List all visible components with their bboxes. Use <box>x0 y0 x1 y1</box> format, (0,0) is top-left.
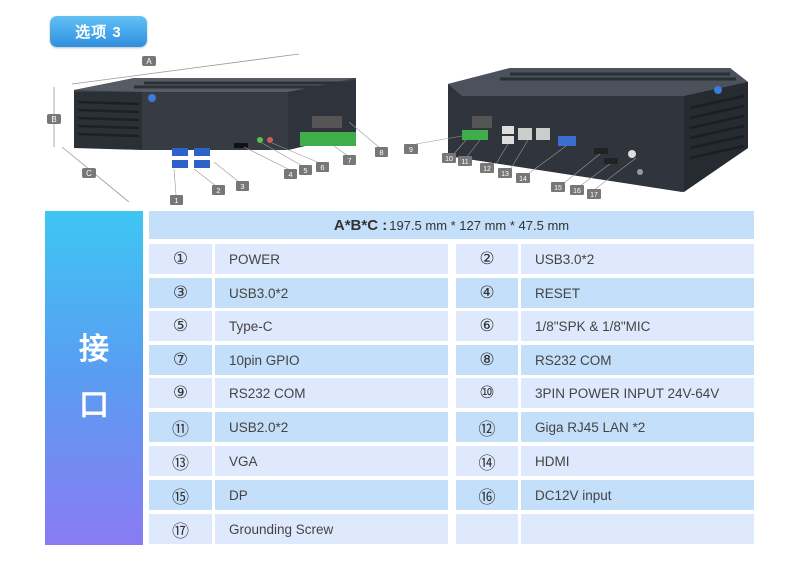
empty-cell-label <box>521 514 754 544</box>
callout-17-label: 17 <box>590 192 598 199</box>
port-number-7: ⑦ <box>149 345 212 375</box>
port-number-10: ⑩ <box>456 378 518 408</box>
port-number-11: ⑪ <box>149 412 212 442</box>
callout-4-badge <box>284 169 297 179</box>
callout-11-badge <box>458 156 472 166</box>
callout-12-label: 12 <box>483 166 491 173</box>
callout-13-label: 13 <box>501 171 509 178</box>
dimensions-row: A*B*C : 197.5 mm * 127 mm * 47.5 mm <box>149 211 754 239</box>
port-label-usb30-front: USB3.0*2 <box>521 244 754 274</box>
port-label-audio: 1/8"SPK & 1/8"MIC <box>521 311 754 341</box>
port-number-3: ③ <box>149 278 212 308</box>
dimensions-label: A*B*C : <box>333 216 388 234</box>
port-number-6: ⑥ <box>456 311 518 341</box>
callout-9-badge <box>404 144 418 154</box>
port-label-gpio: 10pin GPIO <box>215 345 448 375</box>
callout-8-label: 8 <box>379 148 383 157</box>
callout-5-badge <box>299 165 312 175</box>
port-number-13: ⑬ <box>149 446 212 476</box>
port-label-usb30-front-2: USB3.0*2 <box>215 278 448 308</box>
callout-15-badge <box>551 182 565 192</box>
port-number-14: ⑭ <box>456 446 518 476</box>
dimension-a-badge <box>142 56 156 66</box>
callout-5-label: 5 <box>303 166 307 175</box>
callout-11-label: 11 <box>461 159 468 166</box>
port-label-usb20: USB2.0*2 <box>215 412 448 442</box>
port-label-lan: Giga RJ45 LAN *2 <box>521 412 754 442</box>
dimension-b-label: B <box>51 115 56 124</box>
side-title-char-1: 接 <box>79 332 109 367</box>
port-number-4: ④ <box>456 278 518 308</box>
callout-12-badge <box>480 163 494 173</box>
port-number-2: ② <box>456 244 518 274</box>
callout-10-label: 10 <box>445 156 453 163</box>
dimension-c-label: C <box>86 169 92 178</box>
callout-9-label: 9 <box>409 147 413 154</box>
callout-13-badge <box>498 168 512 178</box>
port-number-9: ⑨ <box>149 378 212 408</box>
port-label-type-c: Type-C <box>215 311 448 341</box>
callout-2-badge <box>212 185 225 195</box>
port-number-15: ⑮ <box>149 480 212 510</box>
callout-1-label: 1 <box>174 196 178 205</box>
callout-8-badge <box>375 147 388 157</box>
front-view-photo: A B C 1 <box>47 53 388 205</box>
port-label-reset: RESET <box>521 278 754 308</box>
dimension-b-badge <box>47 114 61 124</box>
port-label-hdmi: HDMI <box>521 446 754 476</box>
dimension-a-label: A <box>146 57 152 66</box>
side-title-char-2: 口 <box>79 388 109 423</box>
port-label-grounding-screw: Grounding Screw <box>215 514 448 544</box>
port-number-5: ⑤ <box>149 311 212 341</box>
port-label-rs232-rear: RS232 COM <box>215 378 448 408</box>
callout-10-badge <box>442 153 456 163</box>
callout-6-label: 6 <box>320 163 324 172</box>
port-number-1: ① <box>149 244 212 274</box>
callout-16-badge <box>570 185 584 195</box>
callout-14-badge <box>516 173 530 183</box>
port-number-8: ⑧ <box>456 345 518 375</box>
port-label-power-input: 3PIN POWER INPUT 24V-64V <box>521 378 754 408</box>
callout-14-label: 14 <box>519 176 527 183</box>
callout-7-label: 7 <box>347 156 351 165</box>
dimensions-value: 197.5 mm * 127 mm * 47.5 mm <box>389 217 570 233</box>
rear-view-photo: 9 10 11 12 13 14 15 16 17 <box>404 68 748 199</box>
callout-3-badge <box>236 181 249 191</box>
port-label-dc12v: DC12V input <box>521 480 754 510</box>
callout-15-label: 15 <box>554 185 562 192</box>
callout-7-badge <box>343 155 356 165</box>
port-label-vga: VGA <box>215 446 448 476</box>
port-number-12: ⑫ <box>456 412 518 442</box>
dimension-c-badge <box>82 168 96 178</box>
port-label-power: POWER <box>215 244 448 274</box>
port-number-16: ⑯ <box>456 480 518 510</box>
callout-2-label: 2 <box>216 186 220 195</box>
port-label-rs232-front: RS232 COM <box>521 345 754 375</box>
callout-4-label: 4 <box>288 170 292 179</box>
port-number-17: ⑰ <box>149 514 212 544</box>
callout-17-badge <box>587 189 601 199</box>
callout-6-badge <box>316 162 329 172</box>
callout-16-label: 16 <box>573 188 581 195</box>
callout-3-label: 3 <box>240 182 244 191</box>
interface-side-panel: 接 口 <box>45 211 143 545</box>
callout-1-badge <box>170 195 183 205</box>
port-label-dp: DP <box>215 480 448 510</box>
option-tag: 选项 3 <box>50 16 147 47</box>
empty-cell-number <box>456 514 518 544</box>
